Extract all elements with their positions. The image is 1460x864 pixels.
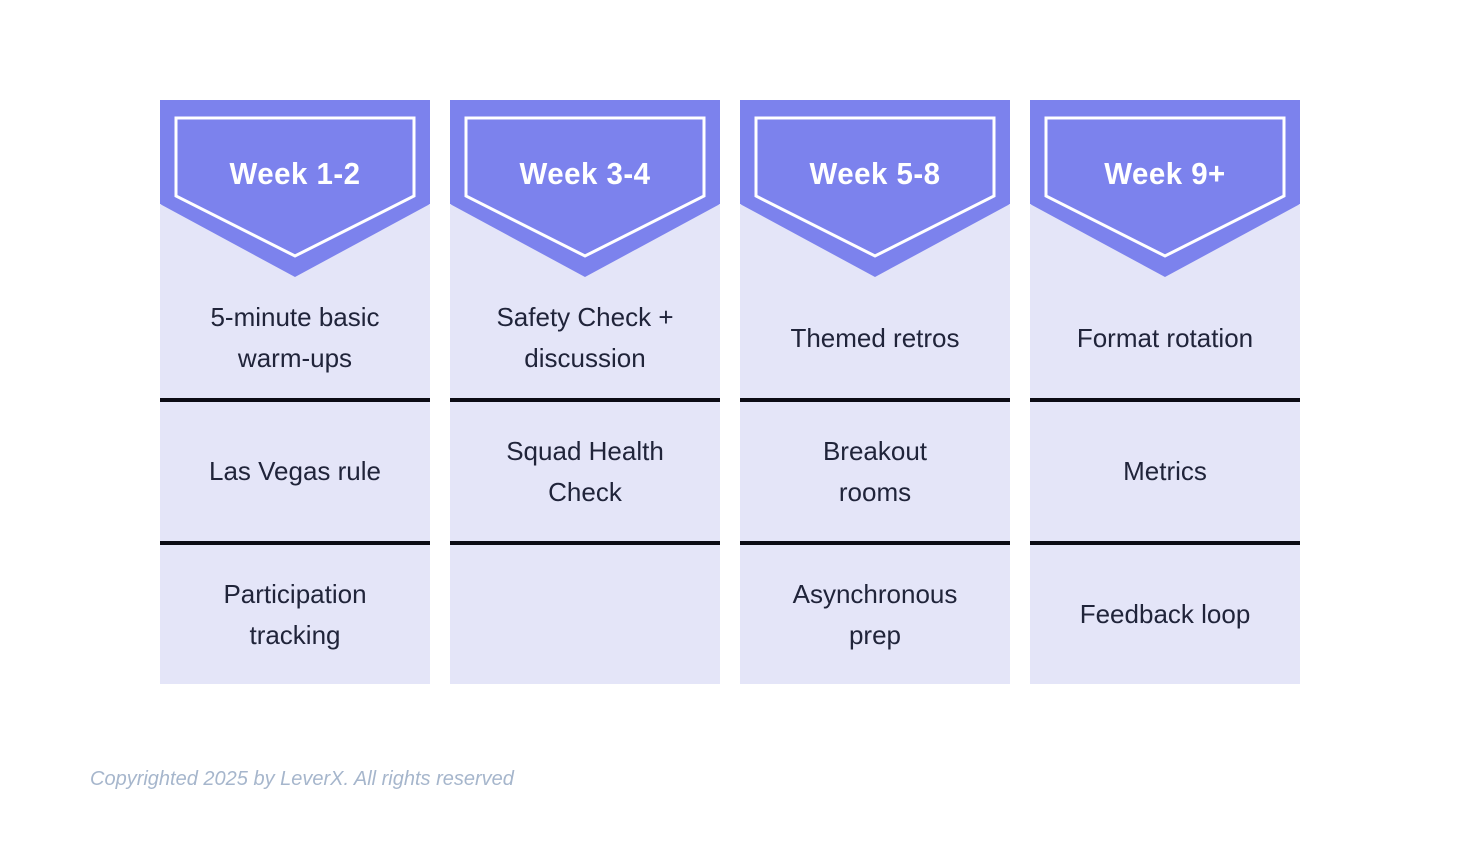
table-row: Format rotation [1030,205,1300,398]
week-9-plus-banner-pennant-shape [1030,100,1300,277]
cell-text: 5-minute basic warm-ups [210,302,380,373]
table-row: Breakout rooms [740,398,1010,541]
table-row: Safety Check + discussion [450,205,720,398]
week-5-8-banner-pennant-shape [740,100,1010,277]
table-row: Las Vegas rule [160,398,430,541]
timeline-column-week-3-4: Week 3-4 Safety Check + discussion Squad… [450,100,720,684]
table-row: Asynchronous prep [740,541,1010,684]
table-row [450,541,720,684]
table-row: Participation tracking [160,541,430,684]
table-row: Feedback loop [1030,541,1300,684]
week-1-2-banner-label: Week 1-2 [229,156,361,191]
table-row: Metrics [1030,398,1300,541]
cell-text: Safety Check + discussion [496,302,674,373]
cell-text: Participation tracking [223,578,367,650]
cell-text: Metrics [1123,456,1207,486]
timeline-column-week-9-plus: Week 9+ Format rotation Metrics Feedback… [1030,100,1300,684]
banner-inner-outline [1044,116,1286,258]
cell-text: Asynchronous prep [792,578,958,650]
timeline-columns: Week 1-2 5-minute basic warm-ups Las Veg… [160,100,1300,684]
week-1-2-rows: 5-minute basic warm-ups Las Vegas rule P… [160,205,430,684]
cell-text: Themed retros [790,322,960,353]
copyright-text: Copyrighted 2025 by LeverX. All rights r… [90,768,514,790]
banner-fill-shape [160,100,430,277]
week-9-plus-rows: Format rotation Metrics Feedback loop [1030,205,1300,684]
table-row: 5-minute basic warm-ups [160,205,430,398]
banner-fill-shape [740,100,1010,277]
cell-text: Las Vegas rule [208,456,381,486]
table-row: Themed retros [740,205,1010,398]
banner-inner-outline [754,116,996,258]
table-row: Squad Health Check [450,398,720,541]
banner-inner-outline [174,116,416,258]
week-3-4-banner-pennant-shape [450,100,720,277]
week-3-4-banner-label: Week 3-4 [519,156,651,191]
banner-fill-shape [1030,100,1300,277]
week-3-4-rows: Safety Check + discussion Squad Health C… [450,205,720,684]
week-9-plus-banner-label: Week 9+ [1104,156,1226,191]
cell-text: Breakout rooms [822,435,928,507]
banner-inner-outline [464,116,706,258]
week-1-2-banner-pennant-shape [160,100,430,277]
timeline-column-week-1-2: Week 1-2 5-minute basic warm-ups Las Veg… [160,100,430,684]
cell-text: Squad Health Check [506,435,664,507]
cell-text: Feedback loop [1079,599,1251,629]
week-5-8-rows: Themed retros Breakout rooms Asynchronou… [740,205,1010,684]
timeline-column-week-5-8: Week 5-8 Themed retros Breakout rooms As… [740,100,1010,684]
banner-fill-shape [450,100,720,277]
week-5-8-banner-label: Week 5-8 [809,156,941,191]
cell-text: Format rotation [1076,322,1254,353]
